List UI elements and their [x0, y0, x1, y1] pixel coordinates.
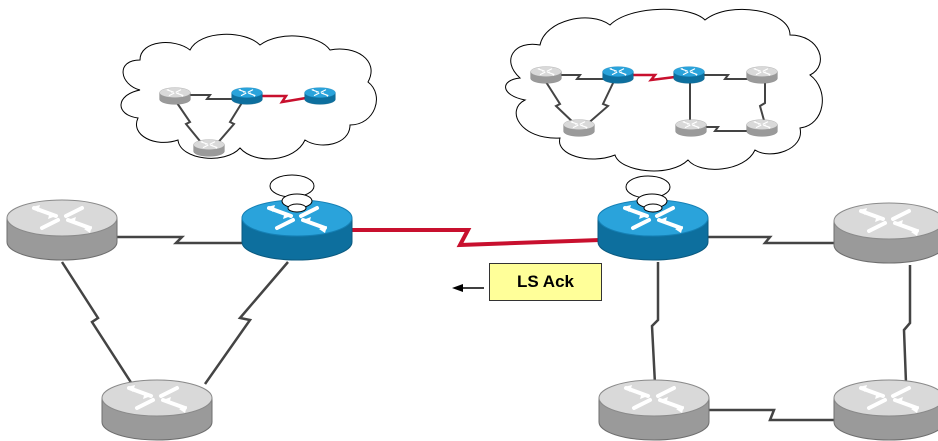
- thought-cloud-icon-left: [120, 33, 377, 213]
- ls-ack-label: LS Ack: [489, 263, 602, 301]
- network-links: [60, 228, 912, 422]
- mini-topology-right: [530, 66, 778, 137]
- router-icon-bottom-right: [832, 378, 938, 441]
- link-left-gray-to-blue: [115, 235, 245, 245]
- link-bottom-routers: [707, 408, 838, 422]
- left-arrow-icon: [452, 284, 484, 292]
- link-blue-down: [650, 262, 660, 385]
- router-icon-right: [832, 201, 938, 265]
- link-active-between-routers: [345, 228, 601, 248]
- router-icon-bottom-mid: [597, 378, 711, 441]
- router-icon-left: [5, 198, 119, 262]
- link-blue-to-right-gray: [705, 235, 838, 245]
- link-left-to-bottom: [60, 261, 134, 385]
- link-blue-to-bottom: [203, 261, 289, 385]
- thought-cloud-icon-right: [505, 8, 823, 213]
- link-right-gray-down: [902, 265, 912, 384]
- mini-topology-left: [159, 87, 336, 157]
- router-icon-bottom-left: [100, 378, 214, 441]
